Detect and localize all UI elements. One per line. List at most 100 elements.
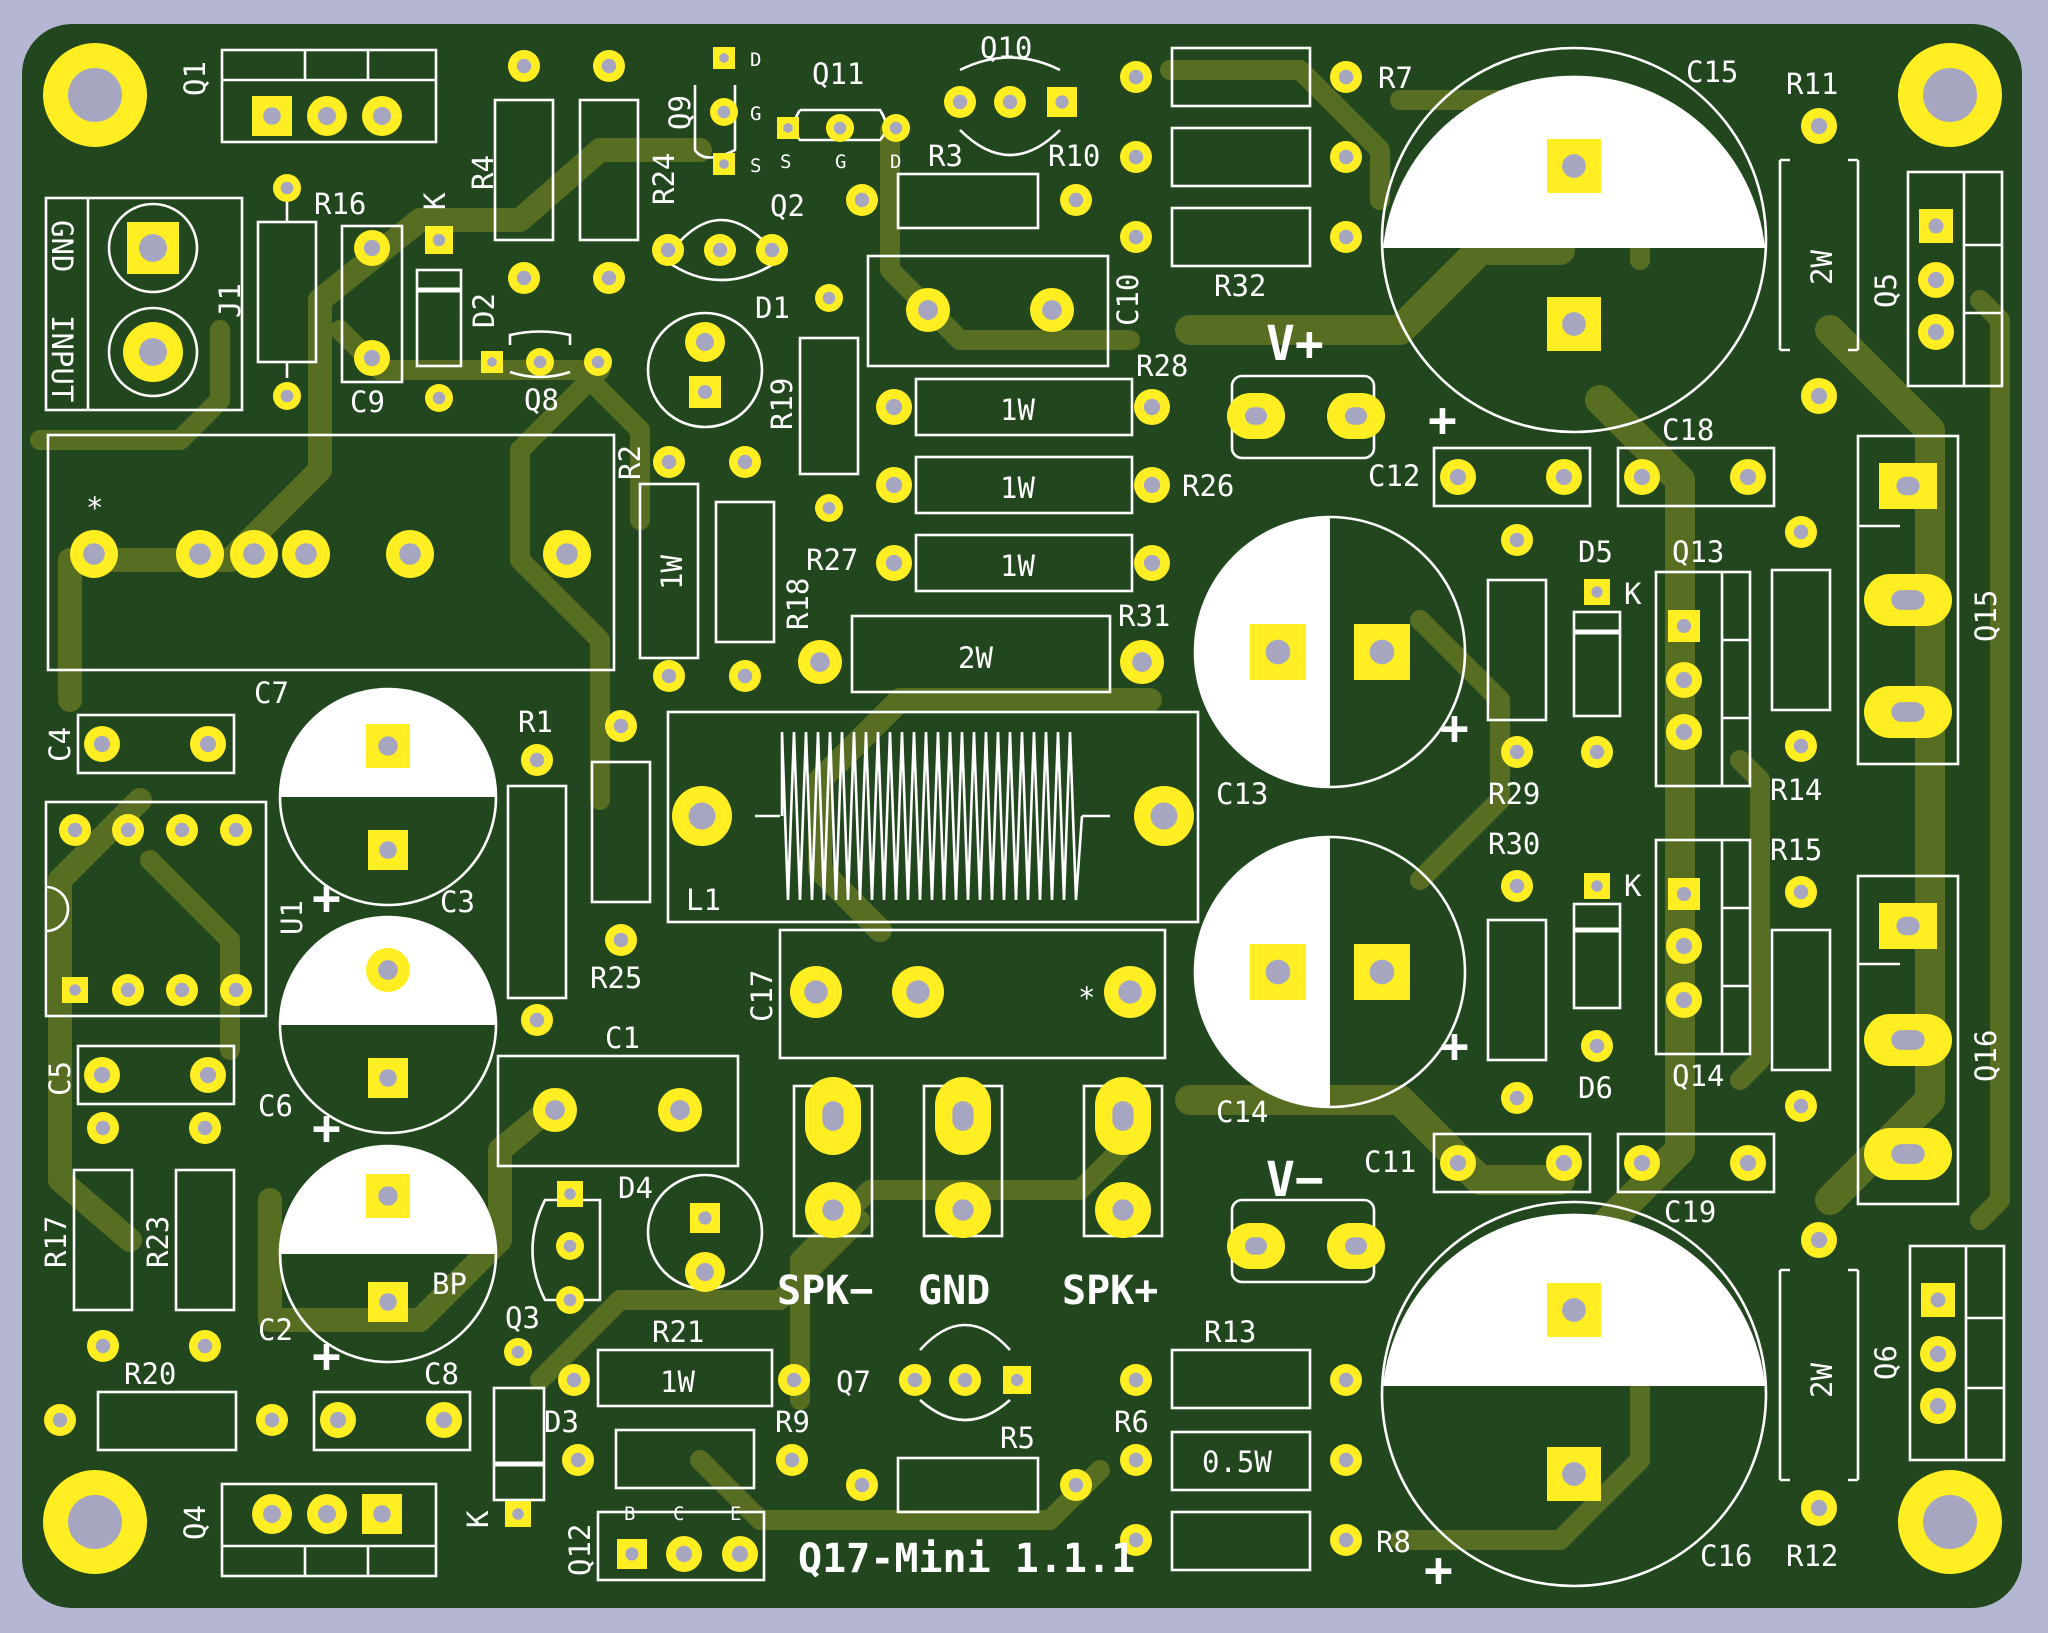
pad-drill [120,822,136,838]
pad-drill [1128,1452,1144,1468]
label-r9: R9 [775,1405,810,1439]
label-bp: BP [432,1267,467,1301]
pad-drill [197,1338,213,1354]
label-r17: R17 [39,1216,73,1268]
label-c10: C10 [1111,274,1145,326]
label-r16: R16 [314,187,366,221]
pad-drill [918,300,938,320]
label-c2: C2 [258,1313,293,1347]
pad-drill [373,1505,391,1523]
pad-drill [1675,991,1693,1009]
pad-drill [719,159,729,169]
label-r24: R24 [647,153,681,205]
pad-drill [516,58,532,74]
pad-drill [1810,117,1828,135]
pad-drill [280,389,294,403]
label-plus-c16: + [1424,1542,1453,1598]
pad-drill [1338,149,1354,165]
label-c18: C18 [1662,413,1714,447]
pad-drill [1344,407,1368,425]
pad-drill [1793,524,1809,540]
pad-drill [697,384,713,400]
pad-drill [613,718,629,734]
pad-drill [1128,1372,1144,1388]
pad-drill [1739,1154,1757,1172]
pad-drill [1128,229,1144,245]
pad-drill [93,735,111,753]
pad-drill [1509,532,1525,548]
pad-drill [885,398,903,416]
label-q5: Q5 [1869,273,1903,308]
pad-drill [378,960,398,980]
pad-drill [1555,1154,1573,1172]
label-q2: Q2 [770,189,805,223]
pad-drill [1143,398,1161,416]
silkscreen-labels: Q1 Q4 GND INPUT J1 R16 C9 K D2 R4 R24 Q8… [39,31,2003,1598]
label-pin-g-q11: G [835,151,846,173]
pad-drill [1369,639,1395,665]
pad-drill [1010,1373,1024,1387]
label-1w-r2: 1W [655,555,689,590]
pad-drill [435,1411,453,1429]
pad-drill [1118,980,1142,1004]
label-r26: R26 [1182,469,1234,503]
pad-drill [1562,312,1586,336]
pad-drill [1265,639,1291,665]
pad-drill [487,357,497,367]
pad-drill [373,107,391,125]
label-c8: C8 [424,1357,459,1391]
pad-drill [545,1100,565,1120]
pad-drill [822,291,836,305]
label-r13: R13 [1204,1315,1256,1349]
pad-drill [263,1505,281,1523]
label-r19: R19 [765,378,799,430]
label-c17: C17 [745,970,779,1022]
pad-drill [1509,1090,1525,1106]
label-1w-r28: 1W [1000,393,1035,427]
pad-drill [318,1505,336,1523]
label-r27: R27 [806,543,858,577]
pad-drill [764,242,780,258]
pad-drill [1509,744,1525,760]
pad-drill [1891,1144,1925,1164]
label-star-c17: * [1078,981,1095,1015]
label-k-d3: K [461,1510,495,1528]
label-r23: R23 [141,1216,175,1268]
pad-drill [1128,1532,1144,1548]
label-c4: C4 [43,727,77,762]
pad-drill [1112,1101,1134,1131]
pad-drill [1338,229,1354,245]
label-r15: R15 [1770,833,1822,867]
label-pin-d-q9: D [750,49,761,71]
pad-drill [563,1239,577,1253]
pad-drill [783,123,793,133]
pad-drill [1633,468,1651,486]
label-spk-minus: SPK− [777,1268,873,1314]
pad-drill [1891,590,1925,610]
pad-drill [228,822,244,838]
pad-drill [660,242,676,258]
label-plus-c14: + [1440,1018,1469,1074]
label-r2: R2 [613,445,647,480]
label-2w-r31: 2W [958,641,993,675]
label-r5: R5 [1000,1421,1035,1455]
pad-drill [822,1101,844,1131]
pad-drill [1338,1452,1354,1468]
label-r20: R20 [124,1357,176,1391]
pad-drill [1589,1038,1605,1054]
pad-drill [1338,1532,1354,1548]
pad-drill [1265,959,1291,985]
pad-drill [1891,1030,1925,1050]
pad-drill [570,1452,586,1468]
pad-drill [1676,618,1692,634]
pad-drill [591,355,605,369]
pad-drill [67,822,83,838]
pad-drill [1132,652,1152,672]
label-k-d2: K [418,192,452,210]
label-plus-c13: + [1440,700,1469,756]
pad-drill [197,1120,213,1136]
label-spk-plus: SPK+ [1062,1268,1158,1314]
label-c16: C16 [1700,1539,1752,1573]
